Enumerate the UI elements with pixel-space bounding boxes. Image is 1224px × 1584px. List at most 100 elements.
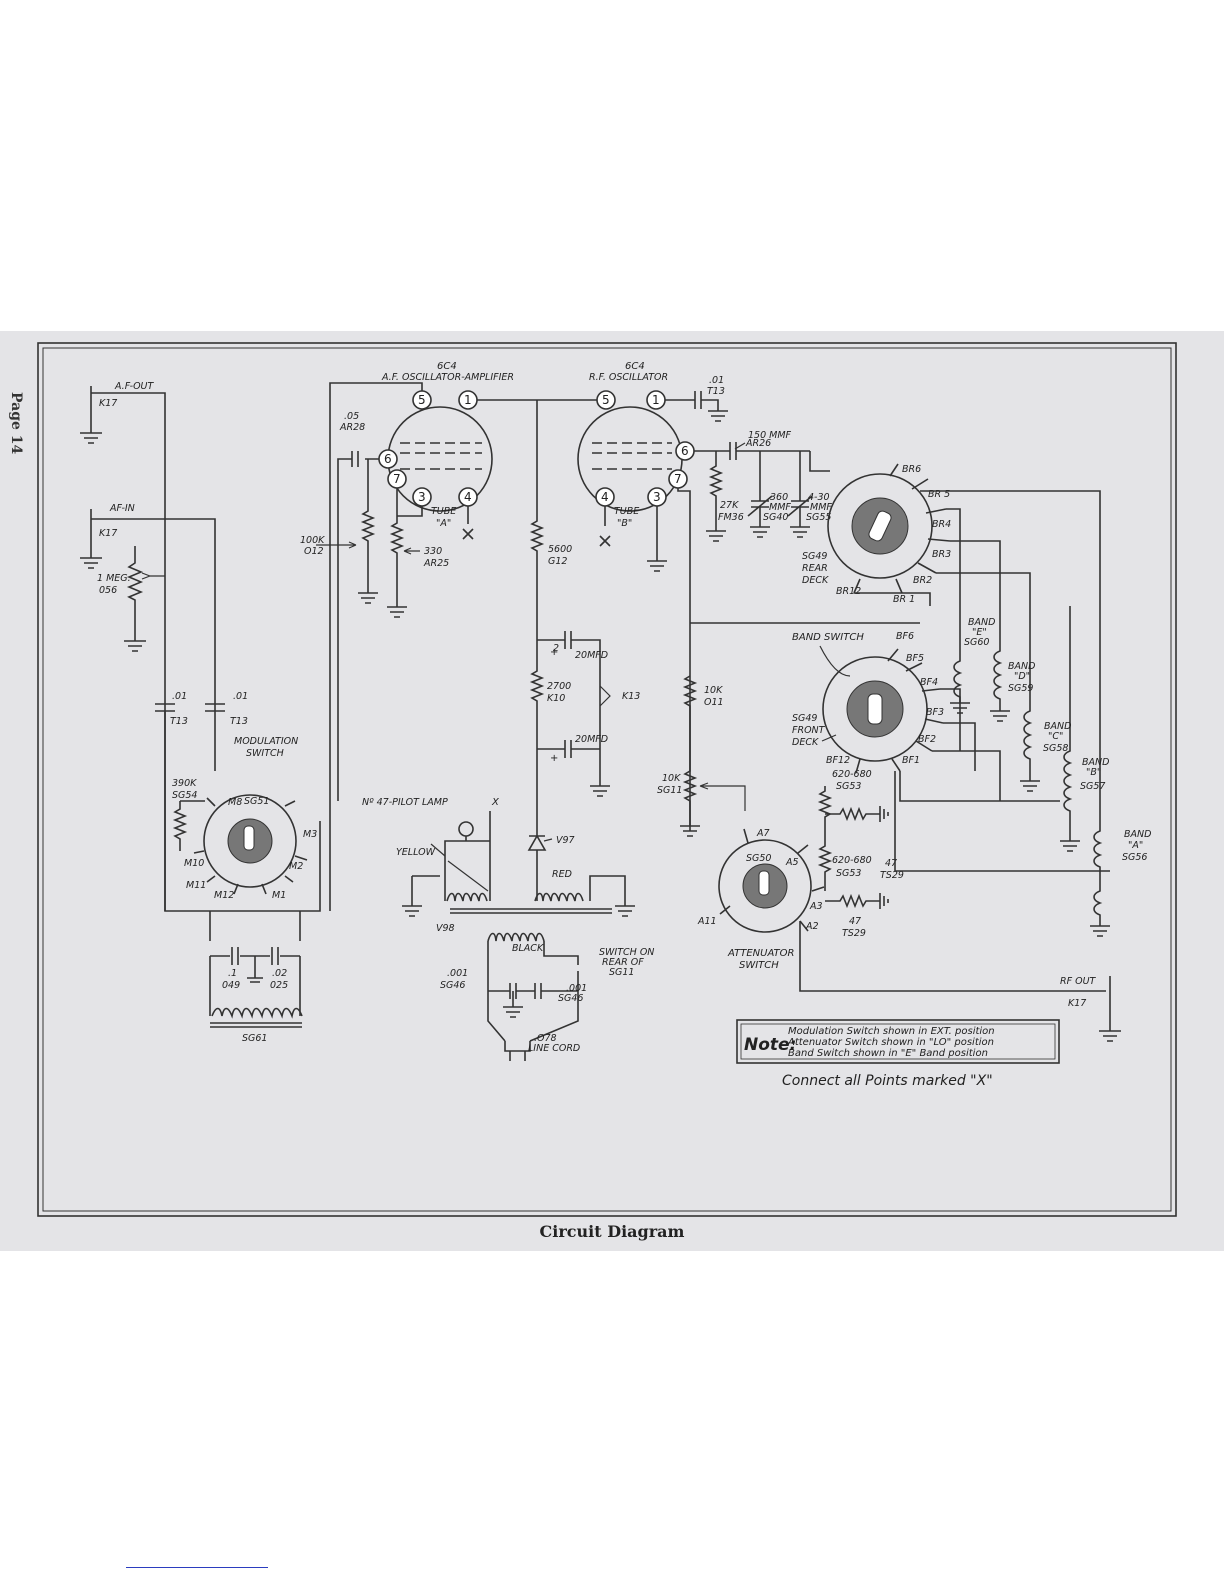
rf-output-path: 10K O11 10K SG11 620-680 SG53 620-680 SG… <box>657 622 920 939</box>
svg-text:A3: A3 <box>809 901 823 912</box>
svg-text:A2: A2 <box>805 921 819 932</box>
svg-text:049: 049 <box>222 980 240 991</box>
svg-text:TS29: TS29 <box>880 870 904 881</box>
svg-text:TUBE: TUBE <box>431 506 456 517</box>
svg-text:.1: .1 <box>228 968 237 979</box>
outer-border <box>37 342 1177 1217</box>
svg-text:K10: K10 <box>547 693 565 704</box>
svg-text:SWITCH: SWITCH <box>246 748 284 759</box>
svg-text:27K: 27K <box>720 500 739 511</box>
svg-text:"E": "E" <box>972 627 987 638</box>
svg-text:REAR: REAR <box>802 563 828 574</box>
svg-text:2700: 2700 <box>547 681 571 692</box>
svg-text:M8: M8 <box>228 797 242 808</box>
svg-text:MODULATION: MODULATION <box>234 736 298 747</box>
svg-text:AF-IN: AF-IN <box>109 503 135 514</box>
svg-text:SG57: SG57 <box>1080 781 1105 792</box>
svg-text:M11: M11 <box>186 880 206 891</box>
b-plus-supply: 5600 G12 2 + 20MFD 20MFD + 2700 K10 K13 <box>529 400 640 836</box>
svg-text:M3: M3 <box>303 829 317 840</box>
svg-text:BAND: BAND <box>1124 829 1151 840</box>
svg-text:3: 3 <box>653 490 661 504</box>
svg-text:330: 330 <box>424 546 442 557</box>
svg-text:.O78: .O78 <box>534 1033 557 1044</box>
inner-border <box>42 347 1172 1212</box>
svg-text:K17: K17 <box>99 528 117 539</box>
svg-text:"A": "A" <box>1128 840 1143 851</box>
svg-text:3: 3 <box>418 490 426 504</box>
svg-text:TUBE: TUBE <box>614 506 639 517</box>
diagram-sheet <box>0 331 1224 1251</box>
svg-text:.001: .001 <box>447 968 468 979</box>
svg-text:10K: 10K <box>704 685 723 696</box>
figure-caption: Circuit Diagram <box>539 1222 685 1241</box>
svg-text:10K: 10K <box>662 773 681 784</box>
svg-text:4-30: 4-30 <box>808 492 830 503</box>
svg-text:A11: A11 <box>697 916 717 927</box>
svg-text:RED: RED <box>552 869 572 880</box>
svg-text:AR25: AR25 <box>423 558 449 569</box>
svg-text:M1: M1 <box>272 890 286 901</box>
svg-text:"B": "B" <box>617 518 632 529</box>
svg-text:X: X <box>491 797 500 808</box>
svg-text:SG54: SG54 <box>172 790 197 801</box>
svg-text:5: 5 <box>418 393 426 407</box>
svg-text:K13: K13 <box>622 691 640 702</box>
svg-text:M10: M10 <box>184 858 204 869</box>
svg-text:BAND: BAND <box>1008 661 1035 672</box>
svg-text:Modulation Switch shown in EXT: Modulation Switch shown in EXT. position <box>788 1026 995 1037</box>
svg-text:7: 7 <box>674 472 682 486</box>
svg-text:.01: .01 <box>172 691 187 702</box>
af-in-jack: AF-IN K17 <box>80 503 216 711</box>
svg-text:BR6: BR6 <box>902 464 921 475</box>
svg-text:620-680: 620-680 <box>832 855 872 866</box>
svg-text:T13: T13 <box>170 716 188 727</box>
svg-text:2: 2 <box>553 643 559 654</box>
svg-text:LINE CORD: LINE CORD <box>528 1043 580 1054</box>
svg-text:SG53: SG53 <box>836 868 861 879</box>
svg-text:BF4: BF4 <box>920 677 938 688</box>
svg-text:V98: V98 <box>436 923 455 934</box>
svg-text:SWITCH ON: SWITCH ON <box>599 947 654 958</box>
svg-text:BLACK: BLACK <box>512 943 544 954</box>
volume-pot: 1 MEG. 056 <box>97 546 165 652</box>
svg-text:20MFD: 20MFD <box>575 734 608 745</box>
svg-text:R.F. OSCILLATOR: R.F. OSCILLATOR <box>589 372 668 383</box>
svg-text:YELLOW: YELLOW <box>396 847 436 858</box>
attenuator-switch: SG50 A7 A5 A3 A2 A11 ATTENUATOR SWITCH <box>697 828 1100 992</box>
svg-text:SG59: SG59 <box>1008 683 1033 694</box>
rf-tank-network: 150 MMF AR26 27K FM36 360 MMF SG40 4-30 … <box>694 430 832 542</box>
svg-text:DECK: DECK <box>802 575 829 586</box>
svg-text:5600: 5600 <box>548 544 572 555</box>
svg-text:BR12: BR12 <box>836 586 861 597</box>
svg-text:47: 47 <box>849 916 861 927</box>
svg-text:6C4: 6C4 <box>437 361 457 372</box>
svg-text:BF3: BF3 <box>926 707 944 718</box>
svg-text:BAND: BAND <box>1044 721 1071 732</box>
svg-text:.001: .001 <box>566 983 587 994</box>
svg-text:DECK: DECK <box>792 737 819 748</box>
af-out-jack: A.F-OUT K17 <box>80 381 166 911</box>
svg-text:MMF: MMF <box>769 502 791 513</box>
svg-text:1: 1 <box>652 393 660 407</box>
svg-text:47: 47 <box>885 858 897 869</box>
footer-rule <box>126 1567 268 1568</box>
coupling-caps: .01 T13 .01 T13 <box>155 691 248 801</box>
svg-text:SG11: SG11 <box>609 967 634 978</box>
svg-text:AR28: AR28 <box>339 422 365 433</box>
svg-text:5: 5 <box>602 393 610 407</box>
svg-text:SG58: SG58 <box>1043 743 1068 754</box>
svg-text:390K: 390K <box>172 778 197 789</box>
svg-text:BR2: BR2 <box>913 575 932 586</box>
svg-text:REAR OF: REAR OF <box>602 957 644 968</box>
svg-text:SG56: SG56 <box>1122 852 1147 863</box>
svg-text:BF5: BF5 <box>906 653 924 664</box>
svg-text:SG11: SG11 <box>657 785 682 796</box>
modulation-switch: MODULATION SWITCH 390K SG54 SG51 M8 M3 M… <box>164 736 321 912</box>
circuit-diagram: A.F-OUT K17 AF-IN K17 1 MEG. 056 .01 T13… <box>37 342 1177 1217</box>
power-supply: Nº 47-PILOT LAMP X YELLOW V97 RED V98 BL… <box>362 797 654 1061</box>
svg-text:T13: T13 <box>707 386 725 397</box>
svg-text:BR3: BR3 <box>932 549 951 560</box>
svg-text:BF2: BF2 <box>918 734 936 745</box>
connect-note: Connect all Points marked "X" <box>782 1073 993 1089</box>
